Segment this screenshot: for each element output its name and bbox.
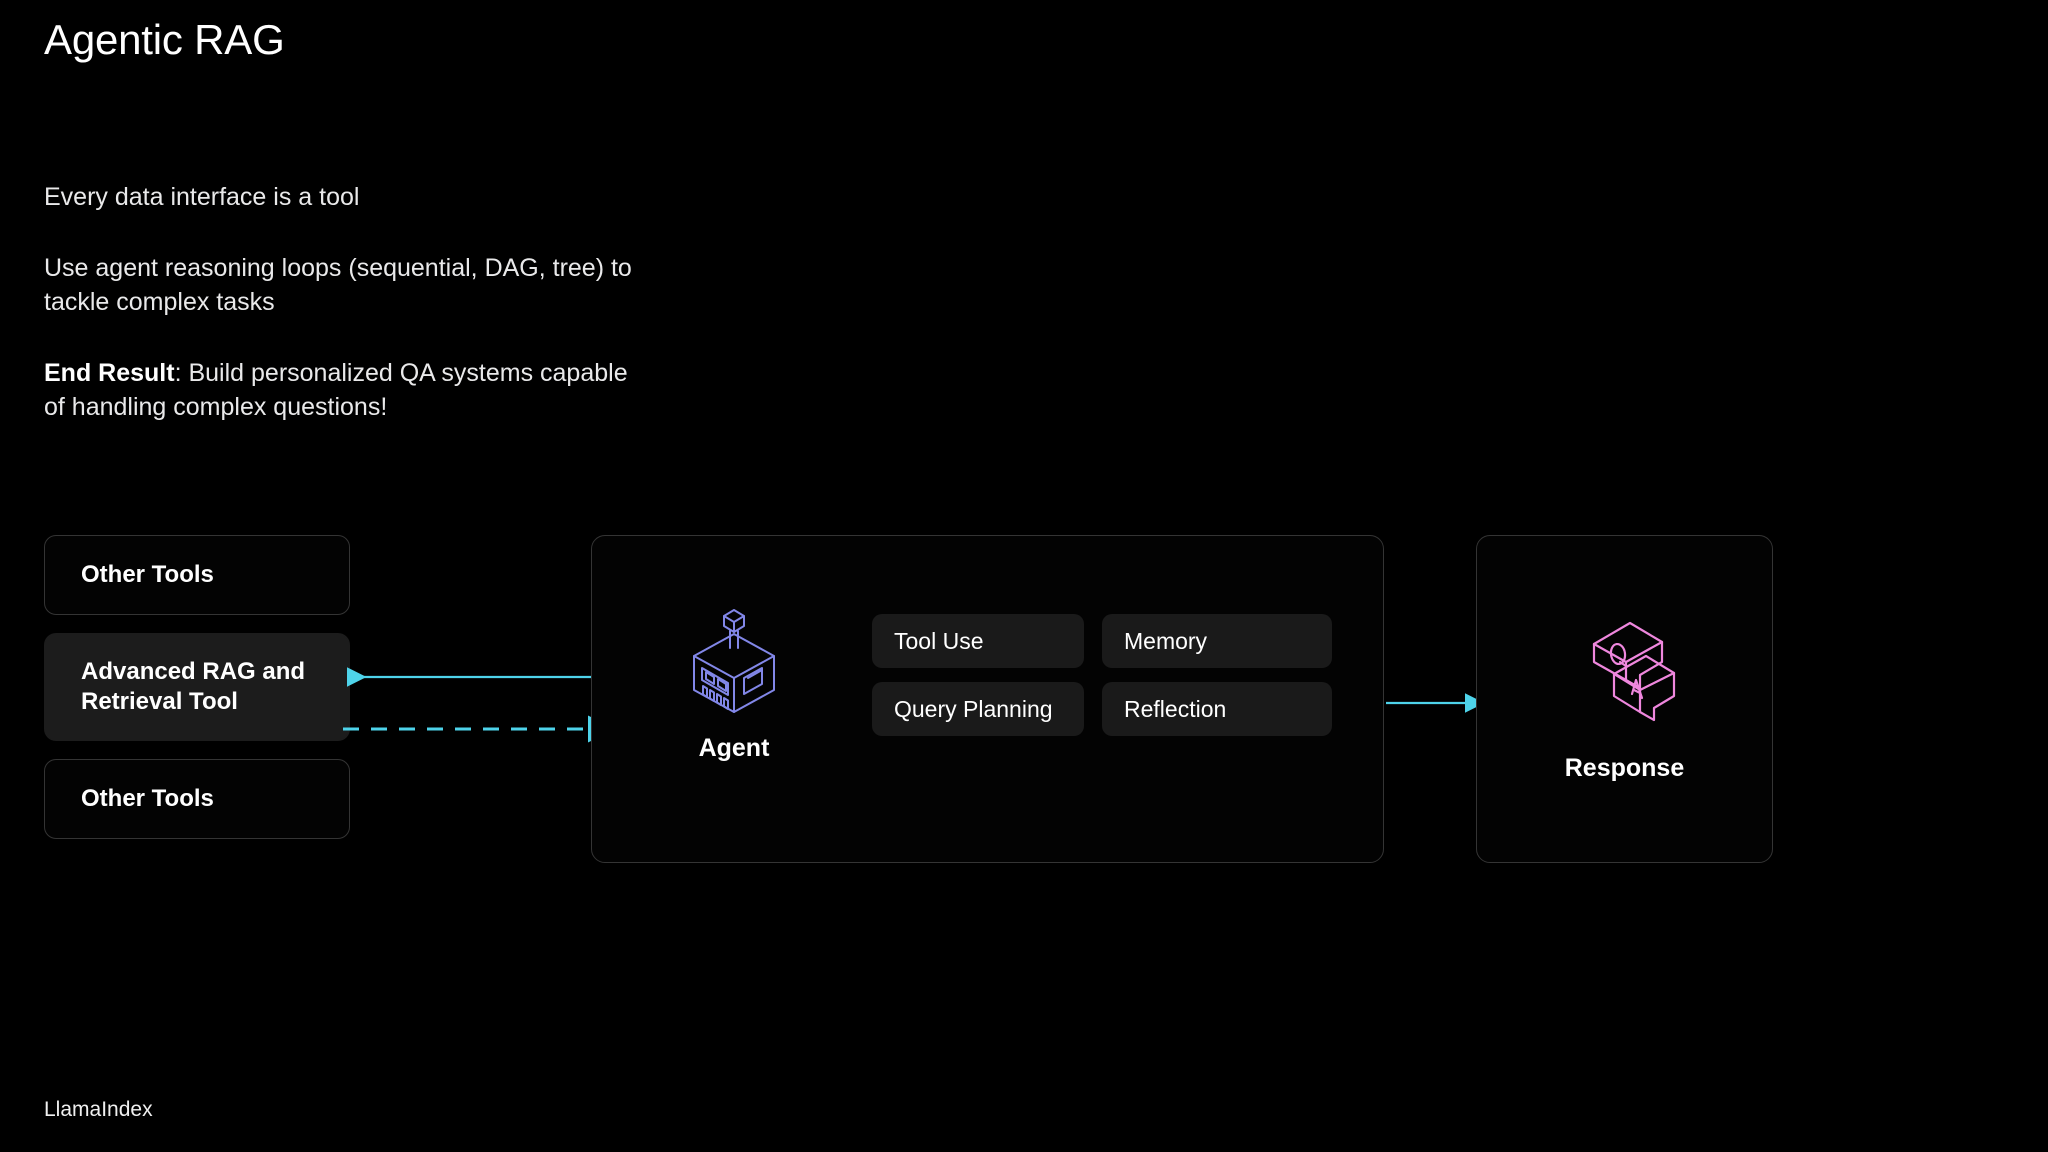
capability-chip-tool-use[interactable]: Tool Use bbox=[872, 614, 1084, 668]
body-paragraph-1: Every data interface is a tool bbox=[44, 183, 360, 211]
agentic-rag-diagram: Other Tools Advanced RAG and Retrieval T… bbox=[0, 535, 2048, 875]
agent-response-connector bbox=[1386, 693, 1476, 713]
end-result-text: : Build personalized QA systems capable … bbox=[44, 358, 628, 422]
tool-agent-connectors bbox=[343, 667, 610, 743]
agent-label: Agent bbox=[698, 734, 770, 762]
tool-box-other-tools-top[interactable]: Other Tools bbox=[44, 535, 350, 615]
capability-chip-reflection[interactable]: Reflection bbox=[1102, 682, 1332, 736]
response-label: Response bbox=[1564, 753, 1685, 782]
tool-box-advanced-rag[interactable]: Advanced RAG and Retrieval Tool bbox=[44, 633, 350, 741]
agent-panel: Agent Tool Use Memory Query Planning Ref… bbox=[591, 535, 1384, 863]
agent-identity: Agent bbox=[644, 604, 824, 763]
capability-chip-query-planning[interactable]: Query Planning bbox=[872, 682, 1084, 736]
end-result-label: End Result bbox=[44, 358, 175, 387]
body-paragraph-3: End Result: Build personalized QA system… bbox=[44, 356, 644, 425]
tool-column: Other Tools Advanced RAG and Retrieval T… bbox=[44, 535, 350, 839]
qa-chat-bubbles-icon bbox=[1592, 621, 1675, 721]
body-copy: Every data interface is a tool Use agent… bbox=[44, 180, 644, 425]
tool-box-other-tools-bottom[interactable]: Other Tools bbox=[44, 759, 350, 839]
body-paragraph-2: Use agent reasoning loops (sequential, D… bbox=[44, 253, 632, 317]
capability-chip-memory[interactable]: Memory bbox=[1102, 614, 1332, 668]
agent-cube-icon bbox=[693, 609, 775, 713]
page-title: Agentic RAG bbox=[44, 16, 285, 63]
agent-capability-grid: Tool Use Memory Query Planning Reflectio… bbox=[872, 614, 1332, 736]
response-panel: Response bbox=[1476, 535, 1773, 863]
footer-brand: LlamaIndex bbox=[44, 1098, 153, 1121]
